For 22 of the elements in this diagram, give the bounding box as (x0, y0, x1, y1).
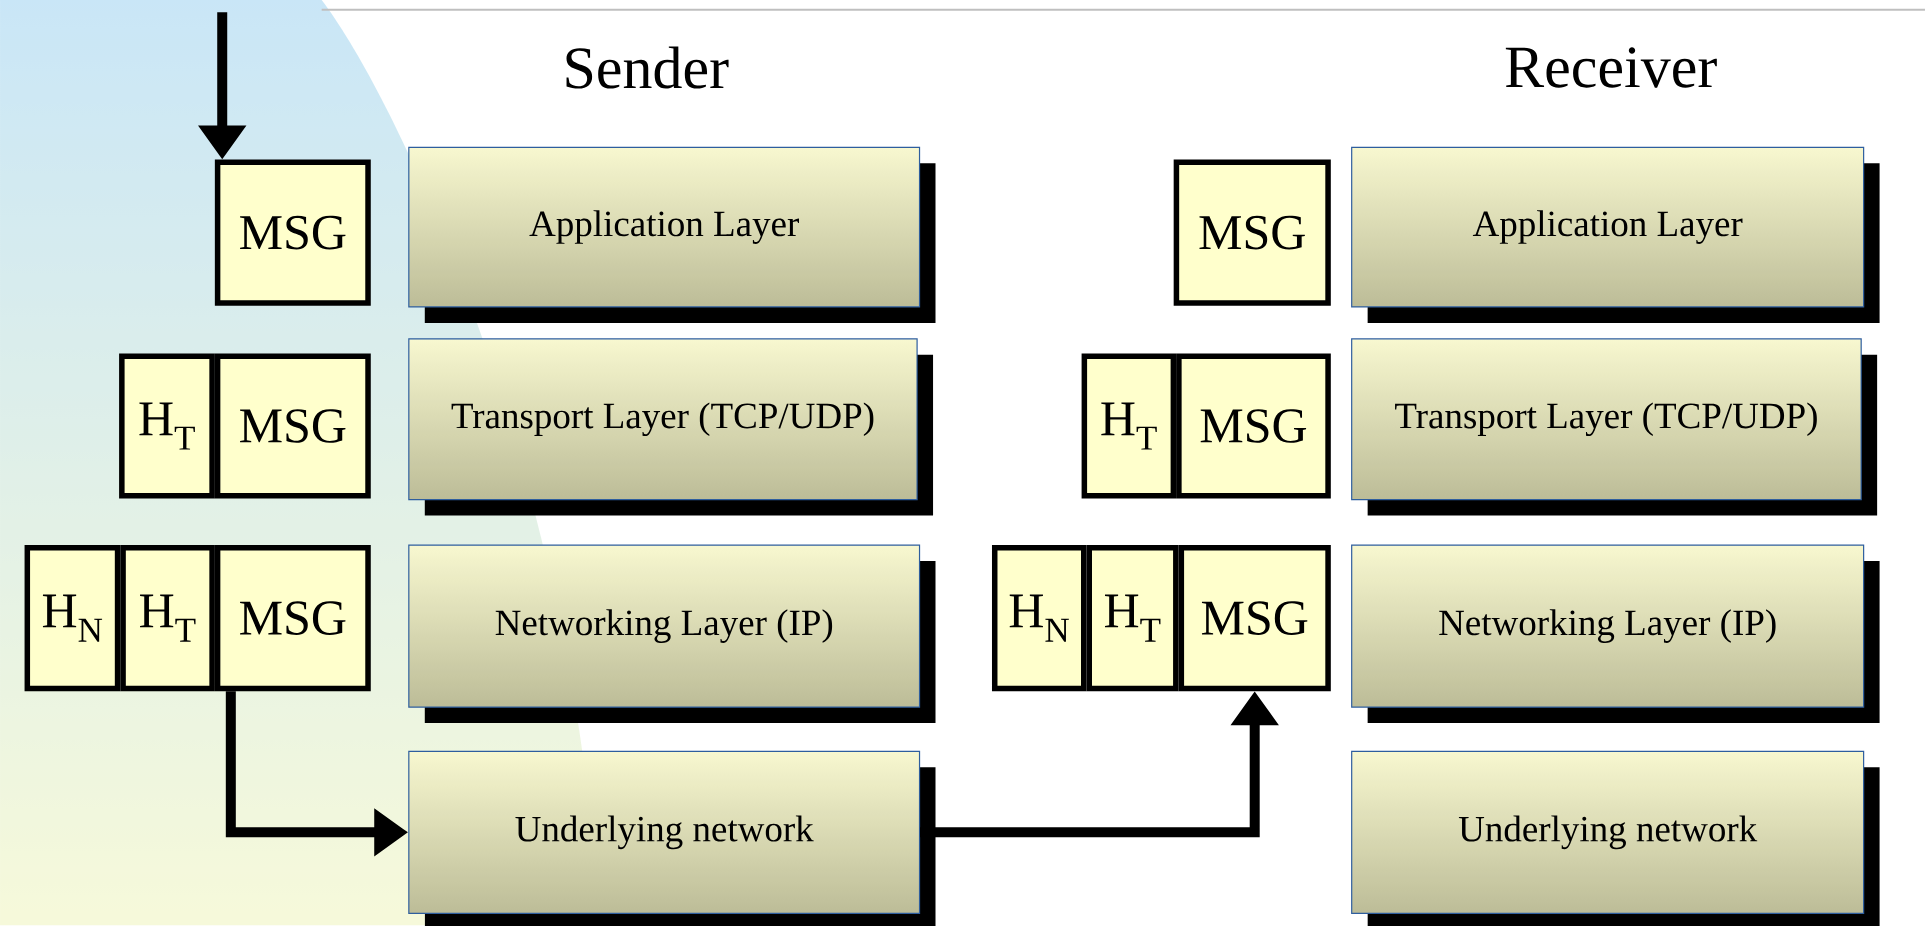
packet-field: H$_{T}$ (119, 353, 215, 499)
packet-field: H$_{N}$ (24, 545, 121, 692)
layer-box: Transport Layer (TCP/UDP) (408, 338, 934, 516)
layer-box: Underlying network (408, 750, 936, 926)
packet-field: H$_{T}$ (120, 545, 215, 692)
layer-box: Application Layer (1351, 146, 1880, 323)
packet-field: MSG (214, 545, 371, 692)
column-heading: Sender (566, 46, 729, 89)
packet-field: MSG (1176, 353, 1331, 499)
packet-field: H$_{T}$ (1081, 353, 1177, 499)
packet-field: MSG (1173, 159, 1331, 306)
packet-field: MSG (1178, 545, 1331, 692)
packet-field: H$_{N}$ (992, 545, 1087, 692)
column-heading: Receiver (1505, 47, 1717, 88)
layer-box: Networking Layer (IP) (408, 544, 936, 724)
layer-box: Transport Layer (TCP/UDP) (1351, 338, 1878, 516)
layer-box: Networking Layer (IP) (1351, 544, 1880, 724)
packet-field: H$_{T}$ (1086, 545, 1179, 692)
layer-box: Application Layer (408, 146, 936, 323)
layer-box: Underlying network (1351, 750, 1880, 926)
packet-field: MSG (214, 353, 371, 499)
packet-field: MSG (214, 159, 371, 306)
